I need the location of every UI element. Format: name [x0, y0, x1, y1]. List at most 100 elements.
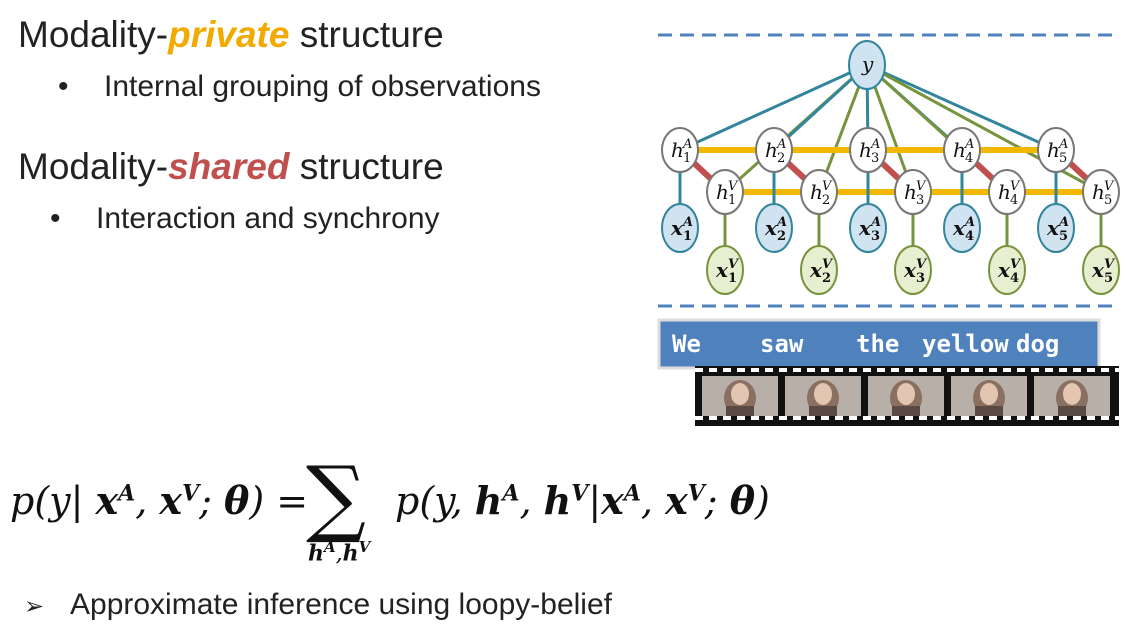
node-hV-label-sub: 5	[1104, 193, 1112, 208]
node-xA-label-sup: A	[869, 215, 881, 230]
node-xV-label-sub: 4	[1010, 271, 1019, 286]
node-xA-label: x	[858, 216, 872, 240]
edge-y-hA	[866, 63, 1057, 152]
node-xV	[706, 245, 744, 295]
node-hV-label-sup: V	[728, 179, 739, 194]
node-hV-label-sub: 2	[822, 193, 830, 208]
approx-inference-note: ➢ Approximate inference using loopy-belie…	[24, 588, 612, 624]
node-xV-label: x	[1091, 258, 1105, 282]
heading-private-structure: Modality-private structure	[18, 15, 444, 55]
node-xV-label-sub: 5	[1104, 271, 1113, 286]
node-hA-label: h	[1047, 138, 1060, 162]
node-hV-label-sup: V	[1010, 179, 1021, 194]
equation-lhs: p(y| xA, xV; θ) =	[10, 478, 309, 523]
heading-suffix: structure	[289, 14, 444, 55]
node-y-label: y	[861, 52, 874, 76]
node-hA-label: h	[859, 138, 872, 162]
node-xV-label: x	[809, 258, 823, 282]
frame-shoulders	[892, 406, 920, 416]
node-hA-label: h	[671, 138, 684, 162]
node-xV-label-sub: 1	[728, 271, 737, 286]
equation-rhs: p(y, hA, hV|xA, xV; θ)	[395, 478, 770, 523]
bullet-text: Interaction and synchrony	[96, 202, 440, 235]
bullet-private: • Internal grouping of observations	[58, 70, 541, 104]
frame-shoulders	[975, 406, 1003, 416]
node-hV-label-sup: V	[1104, 179, 1115, 194]
node-hA-label-sub: 3	[871, 151, 879, 166]
node-hA-label-sub: 4	[965, 151, 973, 166]
node-xA-label-sub: 2	[777, 229, 786, 244]
node-hV	[988, 169, 1026, 215]
transcript-word: saw	[760, 330, 804, 358]
node-hV-label: h	[904, 180, 917, 204]
node-hA	[849, 127, 887, 173]
node-hA-label-sup: A	[776, 137, 786, 152]
transcript-word: the	[856, 330, 899, 358]
node-xA-label-sup: A	[963, 215, 975, 230]
node-hV-label-sup: V	[916, 179, 927, 194]
node-xV-label-sub: 2	[822, 271, 831, 286]
node-hV-label: h	[810, 180, 823, 204]
node-xA	[755, 203, 793, 253]
summation-symbol: ∑	[306, 448, 366, 546]
node-xV-label-sup: V	[916, 257, 928, 272]
node-xA	[943, 203, 981, 253]
heading-prefix: Modality-	[18, 146, 169, 187]
node-hA	[755, 127, 793, 173]
node-xV-label-sup: V	[822, 257, 834, 272]
film-holes-bottom	[695, 416, 1119, 424]
node-hA	[1037, 127, 1075, 173]
node-hV	[800, 169, 838, 215]
node-hA	[661, 127, 699, 173]
node-hA-label-sup: A	[682, 137, 692, 152]
node-xA-label-sub: 5	[1059, 229, 1068, 244]
heading-suffix: structure	[289, 146, 444, 187]
bullet-marker: •	[58, 70, 69, 103]
node-hV-label: h	[998, 180, 1011, 204]
node-hA-label: h	[765, 138, 778, 162]
film-holes-top	[695, 367, 1119, 375]
node-hV-label-sub: 4	[1010, 193, 1018, 208]
bullet-text: Internal grouping of observations	[104, 70, 541, 103]
frame-face	[897, 383, 915, 405]
frame-face	[814, 383, 832, 405]
transcript-word: yellow	[922, 330, 1009, 358]
frame-face	[731, 383, 749, 405]
node-xV-label: x	[903, 258, 917, 282]
summation-subscript: hA,hV	[308, 538, 371, 567]
node-xA	[661, 203, 699, 253]
node-hA-label-sub: 1	[683, 151, 691, 166]
node-xA-label-sub: 1	[683, 229, 692, 244]
node-xA-label: x	[764, 216, 778, 240]
node-xA	[849, 203, 887, 253]
bullet-marker: •	[50, 202, 61, 235]
approx-text: Approximate inference using loopy-belief	[70, 588, 612, 621]
node-hA-label-sup: A	[1058, 137, 1068, 152]
node-xV-label-sup: V	[1104, 257, 1116, 272]
node-xV-label: x	[997, 258, 1011, 282]
frame-face	[980, 383, 998, 405]
node-xA-label: x	[1046, 216, 1060, 240]
node-xV	[800, 245, 838, 295]
node-hV	[706, 169, 744, 215]
node-hV-label: h	[716, 180, 729, 204]
frame-shoulders	[809, 406, 837, 416]
node-hA-label-sub: 5	[1059, 151, 1067, 166]
node-xV	[894, 245, 932, 295]
frame-shoulders	[726, 406, 754, 416]
node-hA-label: h	[953, 138, 966, 162]
node-xV-label-sup: V	[1010, 257, 1022, 272]
heading-prefix: Modality-	[18, 14, 169, 55]
node-hA-label-sub: 2	[777, 151, 785, 166]
node-hV	[1082, 169, 1120, 215]
node-xA-label: x	[670, 216, 684, 240]
node-xV-label: x	[715, 258, 729, 282]
arrow-bullet-icon: ➢	[24, 593, 45, 620]
node-xA-label-sup: A	[775, 215, 787, 230]
node-xA-label-sup: A	[1057, 215, 1069, 230]
heading-keyword-private: private	[168, 14, 290, 55]
edge-y-hA	[679, 63, 868, 152]
heading-shared-structure: Modality-shared structure	[18, 147, 444, 187]
node-xA-label-sub: 4	[965, 229, 974, 244]
